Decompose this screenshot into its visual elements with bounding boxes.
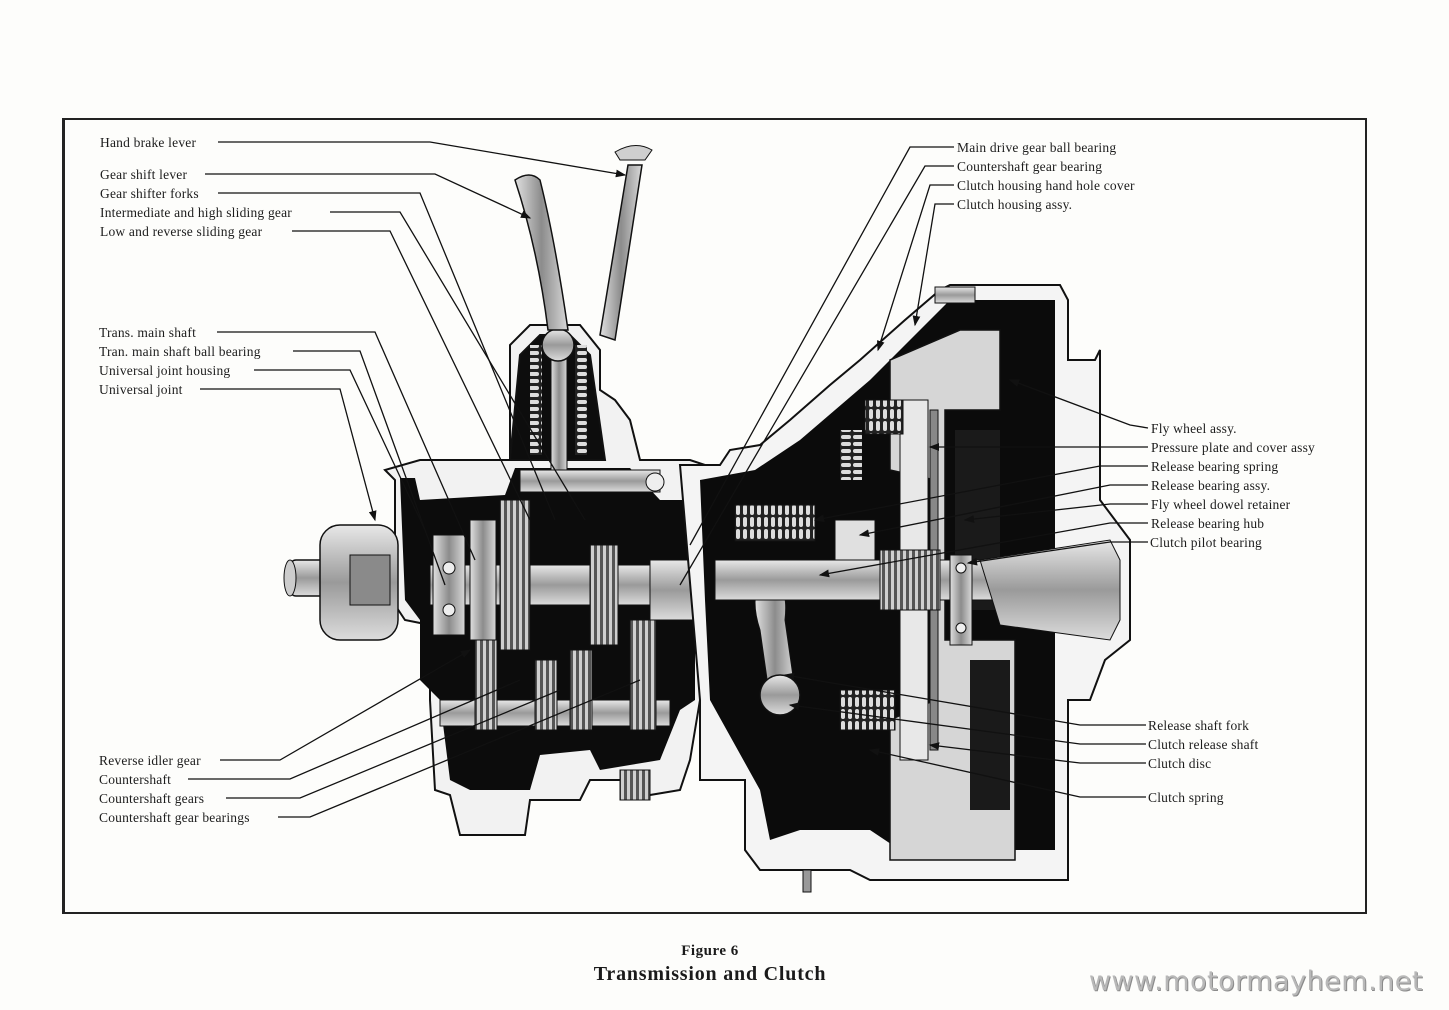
leader-lines xyxy=(188,141,1149,818)
label-main-drive-gear-ball-bearing: Main drive gear ball bearing xyxy=(957,140,1117,155)
label-universal-joint: Universal joint xyxy=(99,382,183,397)
label-countershaft-gear-bearing: Countershaft gear bearing xyxy=(957,159,1103,174)
label-low-reverse-sliding-gear: Low and reverse sliding gear xyxy=(100,224,263,239)
label-fly-wheel-dowel-retainer: Fly wheel dowel retainer xyxy=(1151,497,1291,512)
label-clutch-housing-hand-hole-cover: Clutch housing hand hole cover xyxy=(957,178,1135,193)
label-countershaft-gears: Countershaft gears xyxy=(99,791,205,806)
label-gear-shift-lever: Gear shift lever xyxy=(100,167,188,182)
label-intermediate-high-sliding-gear: Intermediate and high sliding gear xyxy=(100,205,292,220)
figure-number: Figure 6 xyxy=(681,943,739,959)
label-fly-wheel-assy: Fly wheel assy. xyxy=(1151,421,1237,436)
label-clutch-spring: Clutch spring xyxy=(1148,790,1224,805)
label-pressure-plate-cover-assy: Pressure plate and cover assy xyxy=(1151,440,1315,455)
label-trans-main-shaft: Trans. main shaft xyxy=(99,325,197,340)
label-clutch-pilot-bearing: Clutch pilot bearing xyxy=(1150,535,1262,550)
label-countershaft: Countershaft xyxy=(99,772,172,787)
label-reverse-idler-gear: Reverse idler gear xyxy=(99,753,201,768)
label-main-shaft-ball-bearing: Tran. main shaft ball bearing xyxy=(99,344,261,359)
label-release-bearing-assy: Release bearing assy. xyxy=(1151,478,1271,493)
label-countershaft-gear-bearings: Countershaft gear bearings xyxy=(99,810,250,825)
label-hand-brake-lever: Hand brake lever xyxy=(100,135,197,150)
transmission-housing xyxy=(283,145,721,836)
label-release-shaft-fork: Release shaft fork xyxy=(1148,718,1250,733)
label-clutch-housing-assy: Clutch housing assy. xyxy=(957,197,1073,212)
label-universal-joint-housing: Universal joint housing xyxy=(99,363,231,378)
label-clutch-disc: Clutch disc xyxy=(1148,756,1212,771)
label-clutch-release-shaft: Clutch release shaft xyxy=(1148,737,1259,752)
label-release-bearing-hub: Release bearing hub xyxy=(1151,516,1265,531)
clutch-housing xyxy=(678,284,1131,893)
figure-frame xyxy=(62,118,1367,914)
label-gear-shifter-forks: Gear shifter forks xyxy=(100,186,199,201)
figure-title: Transmission and Clutch xyxy=(593,963,827,985)
watermark: www.motormayhem.net xyxy=(1088,966,1423,997)
label-release-bearing-spring: Release bearing spring xyxy=(1151,459,1279,474)
